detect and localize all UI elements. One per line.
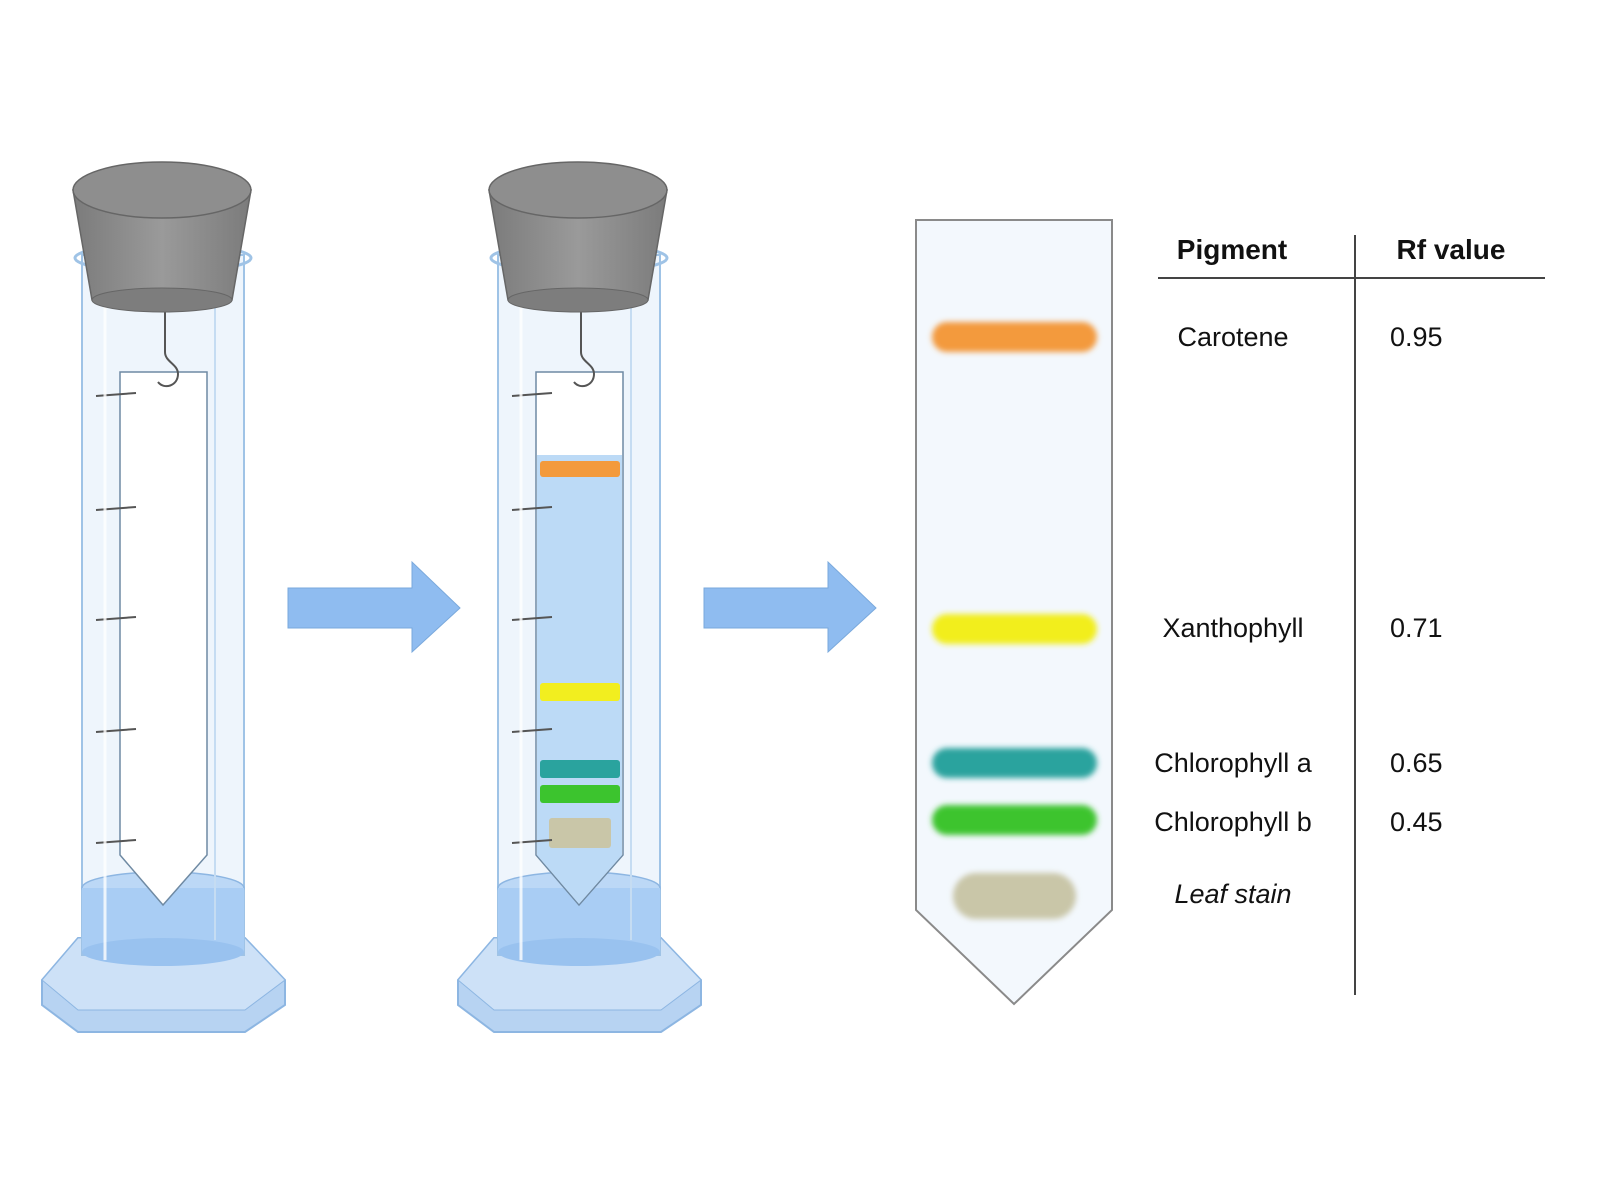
strip-band-chlorophyll-b xyxy=(540,785,620,803)
cylinder-before xyxy=(41,161,286,1033)
pigment-xanthophyll: Xanthophyll xyxy=(1162,613,1303,643)
pigment-leaf-stain: Leaf stain xyxy=(1174,879,1291,909)
chromatogram-bands xyxy=(932,322,1097,919)
band-leaf-stain xyxy=(953,873,1076,919)
band-chlorophyll-b xyxy=(932,805,1097,835)
cylinder-after xyxy=(457,161,702,1033)
rf-xanthophyll: 0.71 xyxy=(1390,613,1443,643)
band-chlorophyll-a xyxy=(932,748,1097,778)
rf-table: Pigment Rf value Carotene 0.95 Xanthophy… xyxy=(1154,234,1545,995)
right-arrow-icon xyxy=(703,560,877,654)
pigment-chlorophyll-b: Chlorophyll b xyxy=(1154,807,1312,837)
strip-band-xanthophyll xyxy=(540,683,620,701)
rf-carotene: 0.95 xyxy=(1390,322,1443,352)
strip-band-chlorophyll-a xyxy=(540,760,620,778)
hook xyxy=(573,312,596,388)
strip-bands xyxy=(540,461,620,848)
pigment-carotene: Carotene xyxy=(1177,322,1288,352)
scale-ticks xyxy=(511,392,553,844)
band-carotene xyxy=(932,322,1097,352)
header-rf-value: Rf value xyxy=(1397,234,1506,265)
hook xyxy=(157,312,180,388)
rf-chlorophyll-a: 0.65 xyxy=(1390,748,1443,778)
strip-band-leaf-stain xyxy=(549,818,611,848)
pigment-chlorophyll-a: Chlorophyll a xyxy=(1154,748,1313,778)
right-arrow-icon xyxy=(287,560,461,654)
rf-chlorophyll-b: 0.45 xyxy=(1390,807,1443,837)
band-xanthophyll xyxy=(932,614,1097,644)
header-pigment: Pigment xyxy=(1177,234,1287,265)
strip-band-carotene xyxy=(540,461,620,477)
paper-strip xyxy=(119,371,208,907)
scale-ticks xyxy=(95,392,137,844)
